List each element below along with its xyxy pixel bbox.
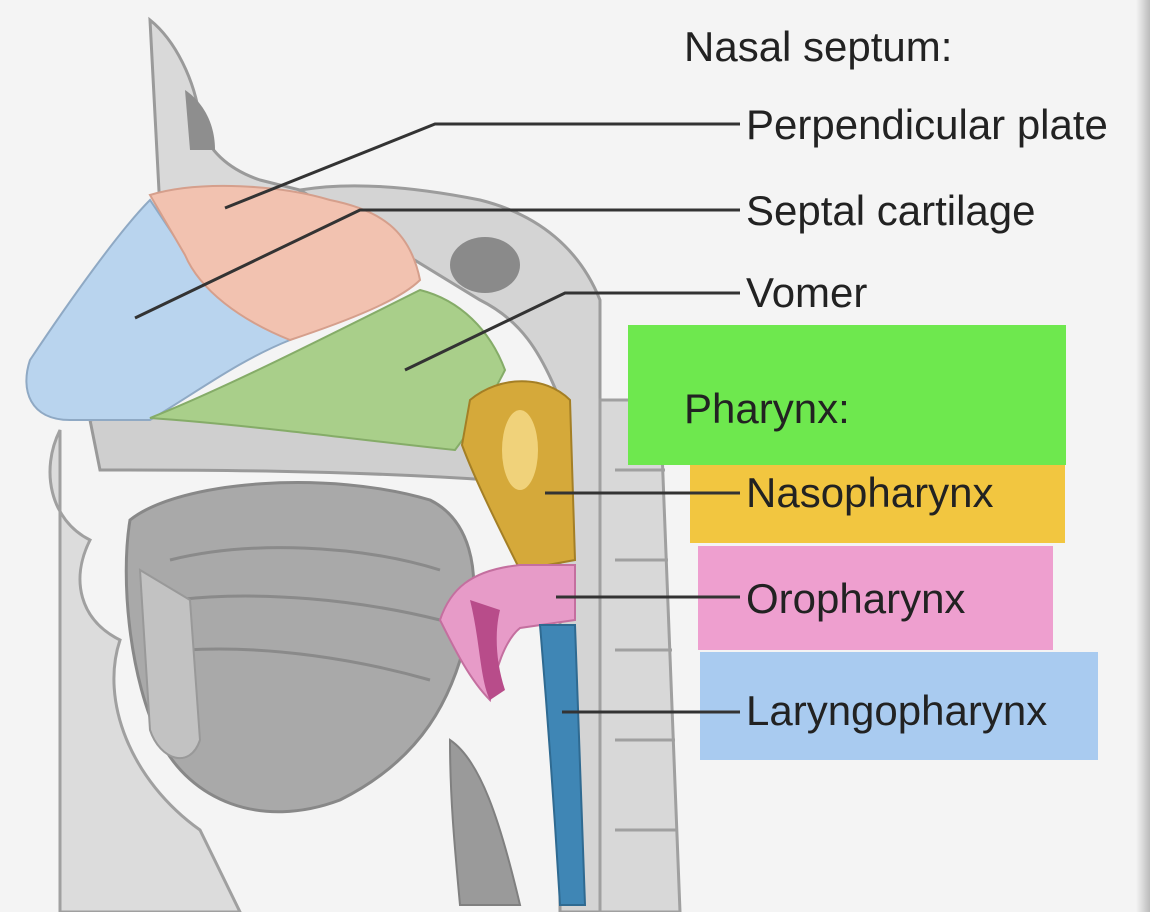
pharynx-heading: Pharynx: (684, 385, 850, 432)
label-septal-cartilage: Septal cartilage (746, 187, 1036, 234)
label-nasopharynx: Nasopharynx (746, 469, 994, 516)
label-perpendicular-plate: Perpendicular plate (746, 101, 1108, 148)
label-vomer: Vomer (746, 269, 868, 316)
laryngopharynx-box (700, 652, 1098, 760)
nasopharynx-box (690, 465, 1065, 543)
leader-line-vomer (404, 291, 740, 372)
label-laryngopharynx: Laryngopharynx (746, 687, 1048, 734)
oropharynx-box (698, 546, 1053, 650)
label-oropharynx: Oropharynx (746, 575, 966, 622)
pharynx-heading-box (628, 325, 1066, 465)
leader-line-septal-cartilage (134, 208, 740, 320)
page-edge-shadow (1136, 0, 1150, 912)
leader-line-perpendicular-plate (224, 122, 740, 210)
nasal-septum-heading: Nasal septum: (684, 23, 953, 70)
